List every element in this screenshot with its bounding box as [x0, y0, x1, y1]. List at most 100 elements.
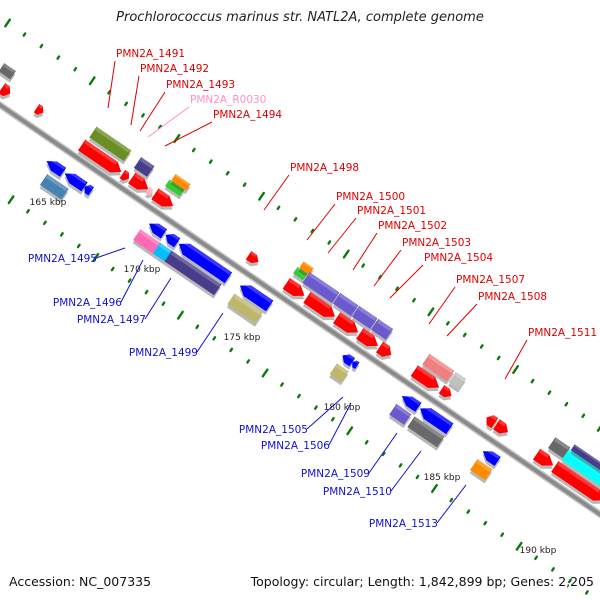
gene-red-left[interactable]	[0, 83, 11, 100]
feature-body[interactable]	[64, 173, 88, 192]
gene-blue-70[interactable]	[46, 156, 67, 181]
feature-body[interactable]	[239, 285, 274, 312]
gene-PMN2A_1494[interactable]	[150, 188, 174, 210]
gene-red-small[interactable]	[33, 104, 44, 119]
gene-PMN2A_1508-box[interactable]	[448, 371, 466, 393]
gene-slate-666[interactable]	[570, 444, 600, 487]
gene-label-PMN2A_1502[interactable]: PMN2A_1502	[378, 220, 447, 232]
feature-body[interactable]	[389, 403, 412, 425]
gene-label-PMN2A_1492[interactable]: PMN2A_1492	[140, 63, 209, 75]
gene-blue-594[interactable]	[482, 447, 501, 470]
gene-PMN2A_1504[interactable]	[375, 341, 392, 361]
gene-PMN2A_1513[interactable]	[469, 459, 493, 484]
gene-label-PMN2A_1493[interactable]: PMN2A_1493	[166, 79, 235, 91]
feature-body[interactable]	[342, 354, 356, 367]
gene-PMN2A_1506-b[interactable]	[351, 359, 360, 373]
feature-body[interactable]	[420, 408, 454, 435]
gene-orange-1494[interactable]	[170, 173, 191, 195]
gene-label-PMN2A_1504[interactable]: PMN2A_1504	[424, 252, 493, 264]
feature-body[interactable]	[407, 416, 445, 448]
gene-PMN2A_1511-a[interactable]	[486, 413, 499, 432]
feature-body[interactable]	[133, 229, 161, 254]
feature-body[interactable]	[482, 451, 501, 466]
gene-red-662[interactable]	[550, 461, 600, 504]
feature-body[interactable]	[302, 272, 340, 304]
gene-label-PMN2A_1510[interactable]: PMN2A_1510	[323, 486, 392, 498]
feature-body[interactable]	[46, 160, 67, 177]
gene-PMN2A_R0030[interactable]	[145, 186, 153, 199]
gene-PMN2A_1497[interactable]	[164, 250, 222, 299]
feature-body[interactable]	[149, 223, 168, 239]
gene-label-PMN2A_1505[interactable]: PMN2A_1505	[239, 424, 308, 436]
gene-label-PMN2A_1494[interactable]: PMN2A_1494	[213, 109, 282, 121]
gene-PMN2A_1508[interactable]	[438, 385, 452, 401]
gene-label-PMN2A_1500[interactable]: PMN2A_1500	[336, 191, 405, 203]
feature-body[interactable]	[486, 415, 499, 429]
feature-body[interactable]	[370, 318, 394, 340]
feature-body[interactable]	[551, 461, 600, 501]
gene-PMN2A_1503-box[interactable]	[351, 305, 378, 333]
gene-PMN2A_1499[interactable]	[226, 293, 263, 327]
feature-body[interactable]	[332, 292, 359, 317]
gene-blue-190[interactable]	[148, 219, 168, 242]
feature-body[interactable]	[422, 353, 455, 382]
gene-blue-496[interactable]	[401, 392, 422, 416]
feature-body[interactable]	[128, 172, 149, 190]
feature-body[interactable]	[0, 63, 16, 80]
gene-label-PMN2A_1498[interactable]: PMN2A_1498	[290, 162, 359, 174]
gene-label-PMN2A_1497[interactable]: PMN2A_1497	[77, 314, 146, 326]
gene-blue-300[interactable]	[239, 280, 274, 315]
gene-PMN2A_1506[interactable]	[341, 351, 356, 370]
feature-body[interactable]	[0, 83, 11, 97]
gene-steelblue-78[interactable]	[39, 174, 69, 203]
feature-body[interactable]	[438, 385, 452, 398]
feature-body[interactable]	[448, 371, 466, 390]
gene-PMN2A_1507-box[interactable]	[421, 353, 455, 385]
gene-red-640[interactable]	[532, 448, 554, 469]
feature-body[interactable]	[329, 363, 349, 382]
gene-PMN2A_1491[interactable]	[88, 126, 132, 165]
gene-PMN2A_1492[interactable]	[133, 157, 155, 181]
gene-label-PMN2A_R0030[interactable]: PMN2A_R0030	[190, 94, 266, 106]
gene-PMN2A_1491-red[interactable]	[77, 139, 122, 176]
gene-blue-116[interactable]	[84, 183, 94, 199]
gene-PMN2A_1507[interactable]	[410, 365, 440, 392]
gene-PMN2A_1495[interactable]	[132, 229, 161, 257]
gene-PMN2A_1510[interactable]	[406, 416, 445, 451]
gene-PMN2A_1501-box[interactable]	[301, 272, 340, 307]
gene-label-PMN2A_1509[interactable]: PMN2A_1509	[301, 468, 370, 480]
gene-PMN2A_1511-b[interactable]	[492, 419, 508, 437]
feature-body[interactable]	[410, 365, 440, 388]
feature-body[interactable]	[282, 277, 305, 297]
feature-body[interactable]	[84, 184, 94, 196]
feature-body[interactable]	[401, 396, 422, 412]
gene-label-PMN2A_1495[interactable]: PMN2A_1495	[28, 253, 97, 265]
feature-body[interactable]	[548, 437, 571, 459]
feature-body[interactable]	[351, 305, 378, 330]
feature-body[interactable]	[145, 186, 153, 196]
gene-grey-left[interactable]	[0, 63, 16, 83]
feature-body[interactable]	[178, 243, 233, 284]
gene-blue-518[interactable]	[419, 403, 454, 438]
gene-label-PMN2A_1506[interactable]: PMN2A_1506	[261, 440, 330, 452]
gene-blue-210[interactable]	[165, 230, 181, 251]
feature-body[interactable]	[165, 233, 181, 248]
gene-label-PMN2A_1499[interactable]: PMN2A_1499	[129, 347, 198, 359]
gene-PMN2A_1497-blue[interactable]	[178, 239, 233, 287]
gene-label-PMN2A_1501[interactable]: PMN2A_1501	[357, 205, 426, 217]
feature-body[interactable]	[39, 174, 69, 200]
gene-PMN2A_1498[interactable]	[245, 251, 259, 267]
gene-PMN2A_1493[interactable]	[127, 172, 149, 193]
gene-label-PMN2A_1491[interactable]: PMN2A_1491	[116, 48, 185, 60]
feature-body[interactable]	[33, 104, 44, 115]
feature-body[interactable]	[293, 266, 308, 281]
gene-label-PMN2A_1513[interactable]: PMN2A_1513	[369, 518, 438, 530]
gene-PMN2A_1501[interactable]	[302, 292, 336, 321]
feature-body[interactable]	[561, 449, 600, 490]
feature-body[interactable]	[352, 360, 360, 369]
feature-body[interactable]	[152, 242, 172, 262]
gene-aqua-664[interactable]	[561, 449, 600, 493]
feature-body[interactable]	[78, 139, 122, 173]
feature-body[interactable]	[165, 179, 185, 197]
feature-body[interactable]	[493, 419, 508, 434]
